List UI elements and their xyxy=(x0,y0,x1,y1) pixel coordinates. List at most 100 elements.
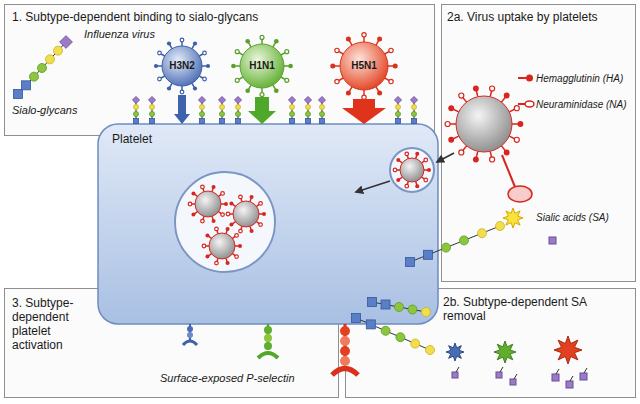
p-selectin-receptor xyxy=(183,324,358,375)
hemagglutinin-spike xyxy=(427,168,431,172)
released-sialic-acid xyxy=(510,379,516,385)
sugar-unit xyxy=(134,105,139,110)
neuraminidase-spike xyxy=(260,35,264,39)
sugar-unit xyxy=(412,105,417,110)
virus-envelope xyxy=(456,96,512,152)
neuraminidase-spike xyxy=(158,51,162,55)
hemagglutinin-spike xyxy=(229,201,233,205)
sugar-unit xyxy=(200,105,205,110)
sialo-glycan-chain xyxy=(218,96,225,123)
sugar-unit xyxy=(150,105,155,110)
virus-envelope xyxy=(233,201,259,227)
neuraminidase-spike xyxy=(221,213,225,217)
p-selectin-receptor xyxy=(264,342,272,350)
neuraminidase-spike xyxy=(362,33,366,37)
neuraminidase-spike xyxy=(490,86,495,91)
sialo-glycan-chain xyxy=(352,314,435,355)
sugar-unit xyxy=(412,119,417,124)
p-selectin-receptor xyxy=(187,326,193,332)
neuraminidase-spike xyxy=(215,261,219,265)
sialo-glycan-chain xyxy=(288,96,295,123)
sugar-unit xyxy=(290,105,295,110)
hemagglutinin-spike xyxy=(473,157,479,163)
sialic-acid-stem xyxy=(456,367,587,381)
sugar-unit xyxy=(14,90,23,99)
neuraminidase-spike xyxy=(259,202,263,206)
hemagglutinin-spike xyxy=(262,212,266,216)
sugar-unit xyxy=(496,222,505,231)
hemagglutinin-spike xyxy=(205,233,209,237)
platelet-membrane xyxy=(98,124,438,324)
sugar-unit xyxy=(426,346,435,355)
neuraminidase-spike xyxy=(285,50,289,54)
neuraminidase-spike xyxy=(389,48,393,52)
node-shapes xyxy=(5,5,636,398)
endosome-vesicle xyxy=(175,172,275,272)
neuraminidase-spike xyxy=(459,150,464,155)
hemagglutinin-spike xyxy=(415,184,419,188)
sugar-unit xyxy=(306,112,311,117)
released-sialic-acid xyxy=(496,372,502,378)
neuraminidase-enzyme xyxy=(508,186,532,202)
subtype-label: H1N1 xyxy=(249,60,275,72)
neuraminidase-spike xyxy=(424,178,428,182)
p-selectin-receptor xyxy=(264,334,272,342)
hemagglutinin-spike xyxy=(377,90,382,95)
hemagglutinin-spike xyxy=(224,202,228,206)
neuraminidase-spike xyxy=(201,219,205,223)
hemagglutinin-spike xyxy=(330,63,335,68)
neuraminidase-spike xyxy=(203,77,207,81)
glycan-bond xyxy=(410,226,500,262)
sialo-glycan-chain xyxy=(148,96,155,123)
sialo-glycan-chain xyxy=(318,96,325,123)
neuraminidase-spike xyxy=(203,51,207,55)
neuraminidase-spike xyxy=(405,184,409,188)
sugar-unit xyxy=(134,112,139,117)
hemagglutinin-spike xyxy=(167,41,171,45)
p-selectin-receptor xyxy=(340,336,350,346)
virus-particle xyxy=(393,152,431,188)
subtype-label: H3N2 xyxy=(169,60,195,72)
virus-particle xyxy=(154,38,210,94)
virus-particle xyxy=(226,195,266,233)
neuraminidase-spike xyxy=(188,202,192,206)
hemagglutinin-spike xyxy=(245,88,250,93)
virus-envelope xyxy=(400,158,424,182)
neuraminidase-spike xyxy=(202,244,206,248)
sugar-unit xyxy=(368,298,377,307)
hemagglutinin-spike xyxy=(238,244,242,248)
sugar-unit xyxy=(150,112,155,117)
uptake-arrow xyxy=(437,153,454,162)
sialo-glycan-chain xyxy=(234,96,241,123)
sialo-glycan-chain xyxy=(198,96,205,123)
glycan-bond xyxy=(372,302,426,312)
virus-particle xyxy=(188,185,228,223)
neuraminidase-spike xyxy=(235,255,239,259)
hemagglutinin-spike xyxy=(415,152,419,156)
sugar-unit xyxy=(306,119,311,124)
sugar-unit xyxy=(290,119,295,124)
sialo-glycan-chain xyxy=(410,96,417,123)
virus-envelope xyxy=(340,42,388,90)
hemagglutinin-spike xyxy=(346,36,351,41)
annotation-label: Influenza virus xyxy=(84,28,155,41)
glycan-bond xyxy=(356,318,430,350)
sialo-glycan-chain xyxy=(132,96,139,123)
panel-heading: 2a. Virus uptake by platelets xyxy=(447,10,630,24)
block-arrow xyxy=(342,99,386,124)
hemagglutinin-spike xyxy=(229,223,233,227)
hemagglutinin-spike xyxy=(504,93,510,99)
neuraminidase-spike xyxy=(239,229,243,233)
virus-envelope xyxy=(195,191,221,217)
hemagglutinin-spike xyxy=(212,219,216,223)
hemagglutinin-spike xyxy=(448,105,454,111)
sialic-acid-stem xyxy=(570,376,573,381)
sugar-unit xyxy=(381,326,390,335)
sugar-unit xyxy=(352,314,361,323)
neuraminidase-spike xyxy=(215,227,219,231)
hemagglutinin-spike xyxy=(154,64,158,68)
neuraminidase-spike xyxy=(285,78,289,82)
hemagglutinin-spike xyxy=(193,41,197,45)
